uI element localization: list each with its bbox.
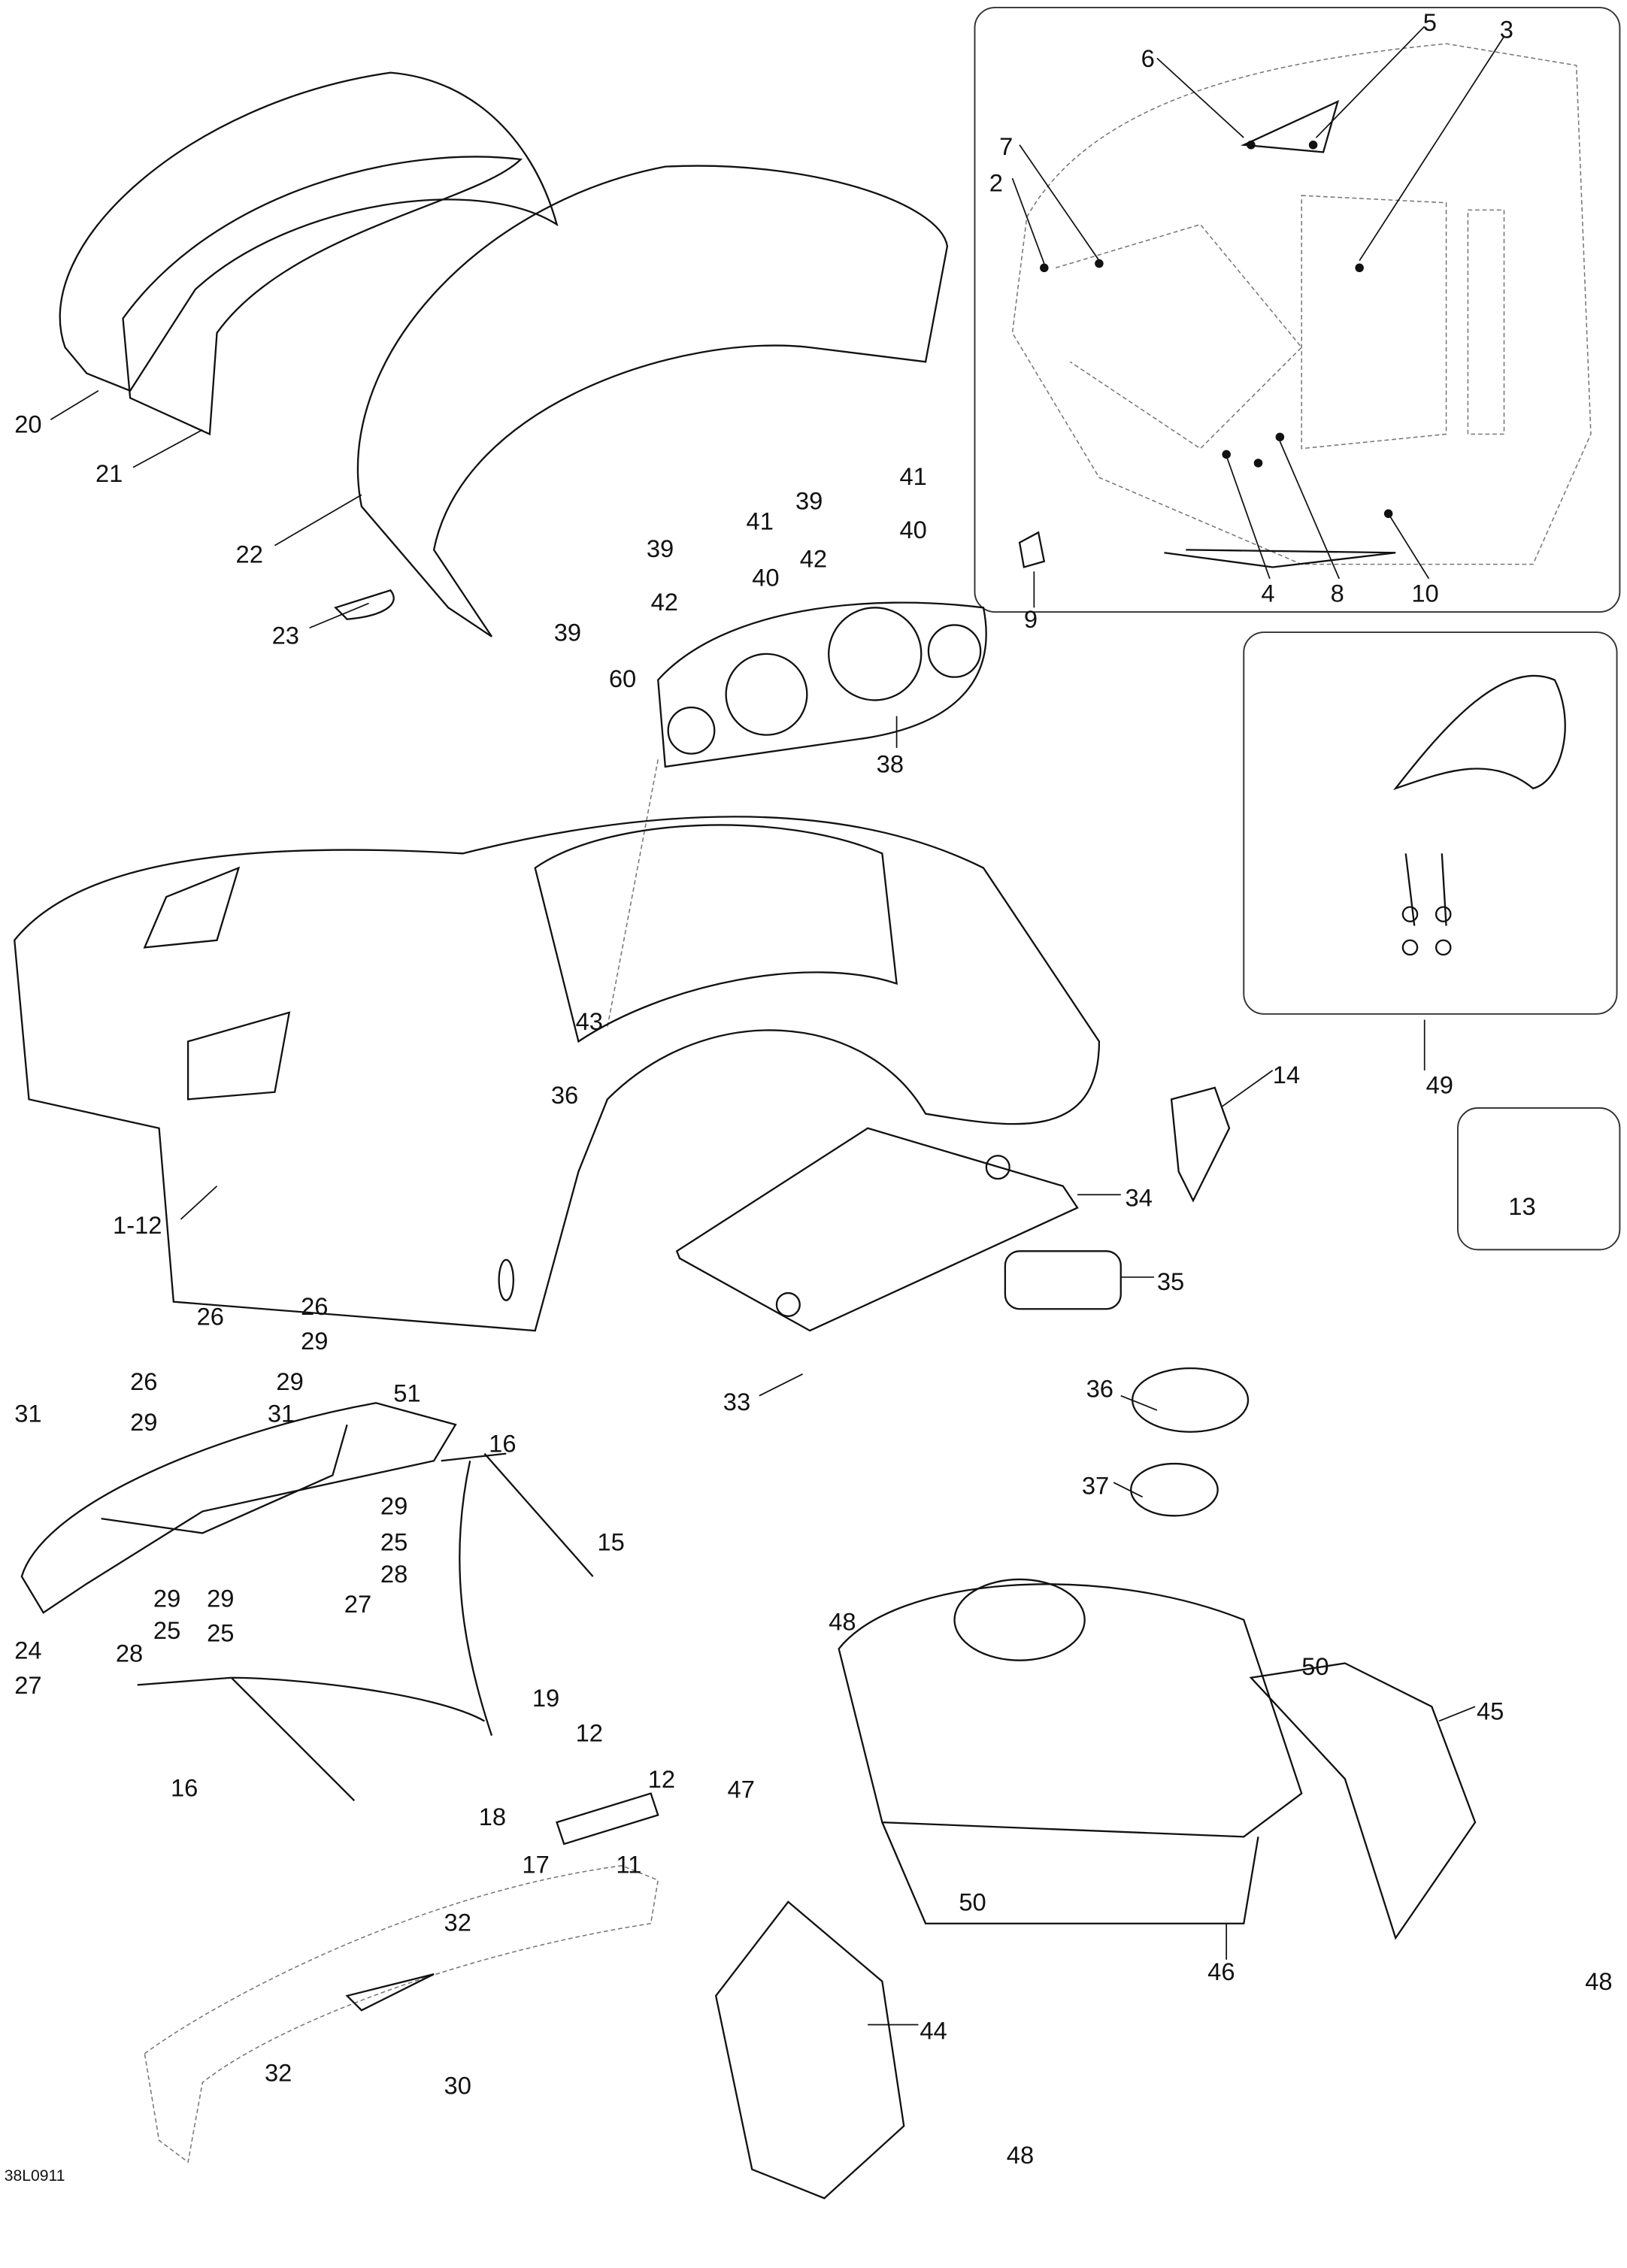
callout: 48 bbox=[1007, 2141, 1034, 2169]
callout: 25 bbox=[153, 1616, 180, 1644]
callout-labels: 20 21 22 23 39 60 42 40 39 41 39 40 42 4… bbox=[5, 8, 1613, 2185]
callout: 23 bbox=[272, 621, 299, 649]
callout: 28 bbox=[116, 1640, 143, 1667]
callout: 39 bbox=[795, 487, 823, 515]
callout: 8 bbox=[1331, 580, 1344, 607]
callout: 41 bbox=[899, 462, 926, 490]
callout: 29 bbox=[153, 1585, 180, 1612]
callout: 27 bbox=[14, 1671, 41, 1699]
callout: 26 bbox=[197, 1302, 224, 1330]
callout: 25 bbox=[207, 1619, 234, 1647]
side-panels bbox=[59, 71, 949, 637]
callout: 51 bbox=[393, 1379, 420, 1407]
callout: 48 bbox=[1585, 1967, 1612, 1995]
callout: 29 bbox=[380, 1491, 408, 1519]
callout: 47 bbox=[728, 1775, 755, 1803]
callout: 42 bbox=[651, 588, 678, 616]
callout: 33 bbox=[723, 1388, 750, 1416]
callout: 11 bbox=[616, 1850, 641, 1878]
callout: 4 bbox=[1261, 580, 1274, 607]
inset-box-mirror bbox=[1243, 631, 1618, 1015]
callout: 16 bbox=[489, 1430, 516, 1458]
inset-box-decals bbox=[974, 7, 1621, 613]
callout: 26 bbox=[301, 1292, 328, 1320]
callout: 48 bbox=[829, 1607, 856, 1635]
callout: 21 bbox=[95, 459, 123, 487]
callout: 39 bbox=[647, 534, 674, 562]
console bbox=[714, 1367, 1477, 2200]
callout: 3 bbox=[1500, 15, 1513, 43]
callout: 29 bbox=[130, 1408, 157, 1436]
callout: 1-12 bbox=[113, 1211, 162, 1239]
storage-tray bbox=[675, 1127, 1122, 1332]
gauge-panel bbox=[607, 601, 987, 1028]
callout: 20 bbox=[14, 410, 41, 438]
callout: 2 bbox=[989, 168, 1003, 196]
callout: 39 bbox=[554, 619, 581, 646]
callout: 43 bbox=[576, 1007, 603, 1035]
callout: 31 bbox=[14, 1399, 41, 1427]
callout: 14 bbox=[1273, 1061, 1300, 1089]
callout: 50 bbox=[959, 1888, 986, 1915]
callout: 41 bbox=[747, 507, 774, 534]
callout: 16 bbox=[171, 1773, 198, 1801]
callout: 60 bbox=[609, 665, 636, 692]
callout: 29 bbox=[276, 1367, 303, 1395]
main-body bbox=[14, 816, 1101, 1332]
rear-bumper bbox=[144, 1865, 659, 2164]
callout: 34 bbox=[1126, 1184, 1153, 1212]
callout: 13 bbox=[1508, 1192, 1535, 1220]
callout: 37 bbox=[1082, 1471, 1109, 1499]
callout: 32 bbox=[265, 2058, 292, 2086]
callout: 40 bbox=[899, 516, 926, 544]
tether-cables bbox=[137, 1452, 659, 1846]
leader-lines bbox=[50, 26, 1505, 2026]
callout: 50 bbox=[1301, 1652, 1329, 1680]
callout: 32 bbox=[444, 1908, 471, 1936]
callout: 36 bbox=[551, 1081, 578, 1109]
callout: 10 bbox=[1411, 580, 1438, 607]
callout: 26 bbox=[130, 1367, 157, 1395]
inset-box-clip bbox=[1456, 1107, 1621, 1251]
mirror-kit bbox=[1392, 674, 1566, 956]
bracket-14 bbox=[1170, 1086, 1231, 1203]
drawing-code: 38L0911 bbox=[5, 2167, 65, 2185]
callout: 5 bbox=[1423, 8, 1437, 36]
callout: 42 bbox=[800, 544, 827, 572]
callout: 18 bbox=[479, 1803, 506, 1830]
callout: 17 bbox=[522, 1850, 549, 1878]
callout: 22 bbox=[236, 541, 263, 568]
callout: 31 bbox=[268, 1399, 295, 1427]
hood-decal-view bbox=[1011, 43, 1592, 568]
callout: 36 bbox=[1086, 1375, 1113, 1403]
callout: 49 bbox=[1426, 1071, 1453, 1099]
callout: 27 bbox=[344, 1590, 371, 1618]
callout: 44 bbox=[920, 2017, 947, 2045]
callout: 35 bbox=[1157, 1267, 1184, 1295]
callout: 46 bbox=[1207, 1958, 1235, 1985]
callout: 19 bbox=[532, 1684, 559, 1712]
callout: 7 bbox=[999, 132, 1013, 160]
callout: 30 bbox=[444, 2072, 471, 2100]
callout: 24 bbox=[14, 1637, 41, 1664]
callout: 38 bbox=[877, 750, 904, 778]
callout: 29 bbox=[301, 1327, 328, 1355]
callout: 12 bbox=[648, 1765, 675, 1793]
callout: 45 bbox=[1477, 1697, 1504, 1725]
callout: 29 bbox=[207, 1585, 234, 1612]
callout: 25 bbox=[380, 1528, 408, 1555]
callout: 15 bbox=[597, 1528, 624, 1555]
callout: 9 bbox=[1024, 605, 1038, 633]
callout: 12 bbox=[576, 1718, 603, 1746]
callout: 28 bbox=[380, 1560, 408, 1588]
callout: 40 bbox=[752, 563, 779, 591]
callout: 6 bbox=[1141, 44, 1155, 72]
front-bracket bbox=[20, 1402, 457, 1614]
